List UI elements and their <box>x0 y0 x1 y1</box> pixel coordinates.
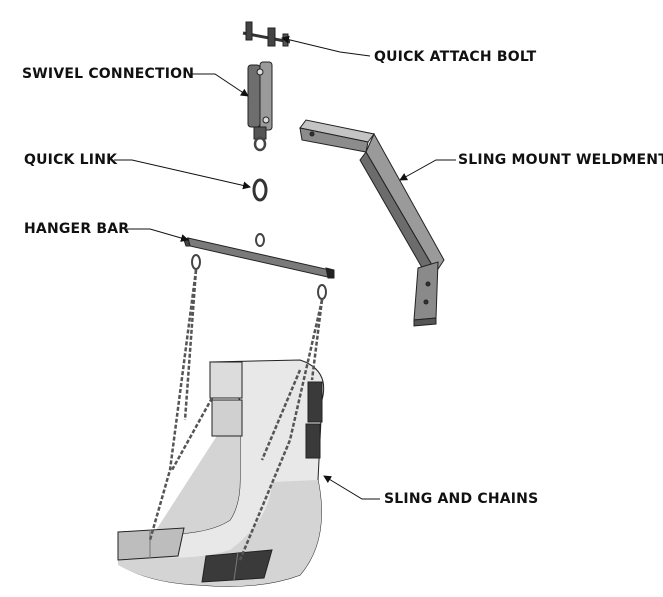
label-hanger-bar: HANGER BAR <box>24 221 130 237</box>
swivel-connection-part <box>247 61 273 152</box>
leader-hanger-bar <box>126 228 189 242</box>
chains-part <box>148 269 324 561</box>
leader-quick-link <box>114 159 251 190</box>
leader-sling-and-chains <box>323 475 380 500</box>
label-quick-link: QUICK LINK <box>24 152 118 168</box>
sling-body-part <box>117 359 325 587</box>
label-quick-attach-bolt: QUICK ATTACH BOLT <box>374 49 537 65</box>
hanger-bar-part <box>183 233 335 300</box>
leader-lines <box>114 35 456 500</box>
label-sling-mount-weldment: SLING MOUNT WELDMENT <box>458 152 663 168</box>
label-sling-and-chains: SLING AND CHAINS <box>384 491 539 507</box>
quick-link-part <box>252 178 268 202</box>
leader-quick-attach-bolt <box>281 35 371 57</box>
quick-attach-bolt-part <box>242 21 291 47</box>
leader-swivel-connection <box>192 73 249 97</box>
leader-sling-mount-weldment <box>399 159 456 181</box>
sling-mount-weldment-part <box>299 119 445 327</box>
label-swivel-connection: SWIVEL CONNECTION <box>22 66 195 82</box>
